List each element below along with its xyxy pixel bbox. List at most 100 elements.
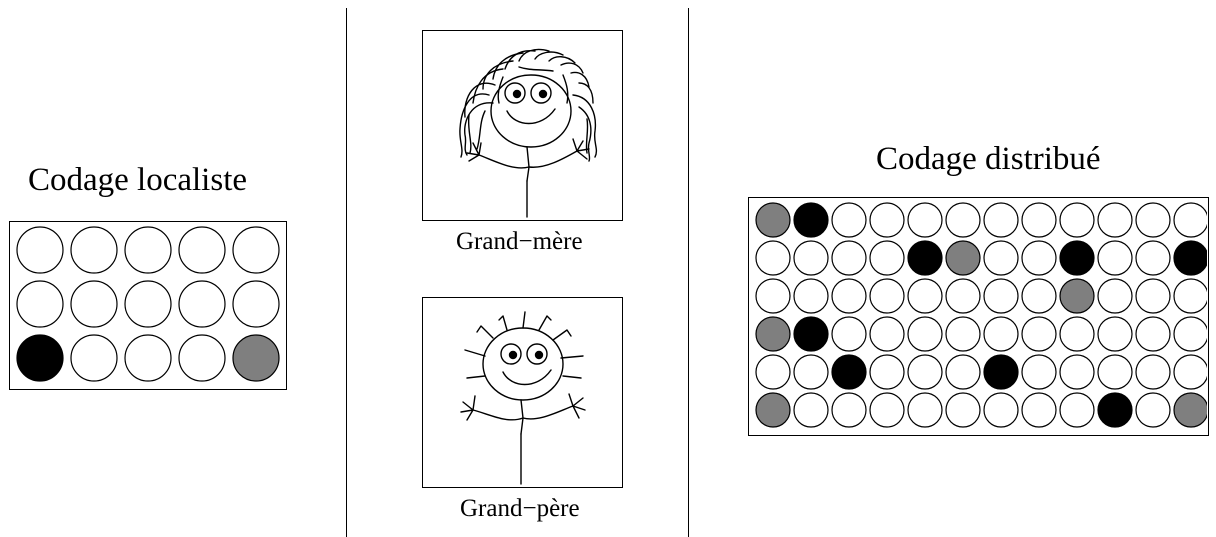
- grandmother-portrait: [422, 30, 623, 221]
- distributed-unit-white: [1022, 393, 1056, 427]
- localist-unit-white: [125, 281, 171, 327]
- distributed-unit-white: [870, 241, 904, 275]
- localist-unit-white: [71, 335, 117, 381]
- distributed-unit-white: [832, 317, 866, 351]
- localist-unit-white: [71, 281, 117, 327]
- grandmother-drawing: [423, 31, 621, 219]
- distributed-unit-white: [1098, 279, 1132, 313]
- distributed-unit-gray: [756, 203, 790, 237]
- localist-unit-white: [17, 281, 63, 327]
- distributed-unit-white: [1136, 279, 1170, 313]
- grandfather-drawing: [423, 298, 621, 486]
- distributed-unit-gray: [756, 393, 790, 427]
- localist-unit-black: [17, 335, 63, 381]
- distributed-unit-white: [984, 203, 1018, 237]
- distributed-unit-white: [1136, 355, 1170, 389]
- distributed-unit-white: [946, 393, 980, 427]
- distributed-unit-white: [908, 279, 942, 313]
- distributed-unit-black: [794, 203, 828, 237]
- distributed-unit-white: [794, 355, 828, 389]
- distributed-unit-gray: [946, 241, 980, 275]
- distributed-unit-gray: [756, 317, 790, 351]
- distributed-unit-white: [908, 317, 942, 351]
- distributed-unit-white: [1136, 203, 1170, 237]
- distributed-unit-white: [1174, 203, 1207, 237]
- distributed-unit-white: [908, 393, 942, 427]
- distributed-unit-white: [1136, 241, 1170, 275]
- distributed-unit-white: [832, 393, 866, 427]
- distributed-unit-white: [908, 203, 942, 237]
- distributed-unit-white: [870, 317, 904, 351]
- localist-unit-white: [179, 227, 225, 273]
- distributed-unit-white: [1136, 393, 1170, 427]
- distributed-unit-black: [908, 241, 942, 275]
- distributed-unit-black: [984, 355, 1018, 389]
- distributed-unit-white: [1022, 241, 1056, 275]
- distributed-unit-white: [832, 203, 866, 237]
- distributed-unit-white: [946, 317, 980, 351]
- distributed-unit-black: [1098, 393, 1132, 427]
- distributed-unit-white: [1174, 279, 1207, 313]
- distributed-unit-white: [908, 355, 942, 389]
- distributed-units: [749, 198, 1207, 434]
- distributed-unit-gray: [1174, 393, 1207, 427]
- distributed-unit-white: [1022, 203, 1056, 237]
- distributed-unit-white: [984, 279, 1018, 313]
- distributed-unit-white: [794, 241, 828, 275]
- localist-unit-white: [125, 335, 171, 381]
- distributed-unit-white: [1174, 355, 1207, 389]
- localist-unit-white: [179, 335, 225, 381]
- divider-right: [688, 8, 689, 537]
- distributed-unit-white: [1098, 203, 1132, 237]
- distributed-unit-white: [832, 279, 866, 313]
- distributed-unit-white: [1136, 317, 1170, 351]
- distributed-unit-gray: [1060, 279, 1094, 313]
- localist-units: [10, 222, 285, 388]
- distributed-unit-white: [946, 203, 980, 237]
- distributed-unit-white: [794, 279, 828, 313]
- grandfather-caption: Grand−père: [460, 495, 580, 523]
- localist-unit-white: [233, 281, 279, 327]
- distributed-unit-black: [832, 355, 866, 389]
- distributed-unit-white: [984, 393, 1018, 427]
- distributed-unit-white: [984, 241, 1018, 275]
- distributed-unit-black: [1060, 241, 1094, 275]
- divider-left: [346, 8, 347, 537]
- distributed-grid: [748, 197, 1209, 436]
- distributed-unit-white: [1098, 355, 1132, 389]
- localist-unit-white: [233, 227, 279, 273]
- distributed-unit-white: [756, 355, 790, 389]
- localist-title: Codage localiste: [28, 162, 247, 199]
- distributed-unit-white: [984, 317, 1018, 351]
- distributed-unit-white: [756, 279, 790, 313]
- distributed-unit-white: [1022, 279, 1056, 313]
- grandfather-portrait: [422, 297, 623, 488]
- distributed-unit-white: [1098, 317, 1132, 351]
- localist-unit-gray: [233, 335, 279, 381]
- distributed-unit-white: [832, 241, 866, 275]
- distributed-unit-white: [1022, 317, 1056, 351]
- distributed-unit-white: [870, 279, 904, 313]
- distributed-unit-white: [794, 393, 828, 427]
- localist-unit-white: [17, 227, 63, 273]
- localist-unit-white: [125, 227, 171, 273]
- distributed-unit-white: [870, 393, 904, 427]
- distributed-unit-white: [946, 355, 980, 389]
- distributed-unit-white: [1060, 317, 1094, 351]
- distributed-unit-white: [1022, 355, 1056, 389]
- distributed-unit-white: [946, 279, 980, 313]
- distributed-unit-white: [1098, 241, 1132, 275]
- distributed-unit-white: [1060, 393, 1094, 427]
- localist-unit-white: [71, 227, 117, 273]
- distributed-unit-white: [870, 203, 904, 237]
- distributed-title: Codage distribué: [876, 141, 1101, 178]
- localist-grid: [9, 221, 287, 390]
- distributed-unit-white: [1060, 203, 1094, 237]
- distributed-unit-white: [1174, 317, 1207, 351]
- grandmother-caption: Grand−mère: [456, 228, 583, 256]
- distributed-unit-black: [794, 317, 828, 351]
- distributed-unit-white: [756, 241, 790, 275]
- distributed-unit-black: [1174, 241, 1207, 275]
- distributed-unit-white: [1060, 355, 1094, 389]
- distributed-unit-white: [870, 355, 904, 389]
